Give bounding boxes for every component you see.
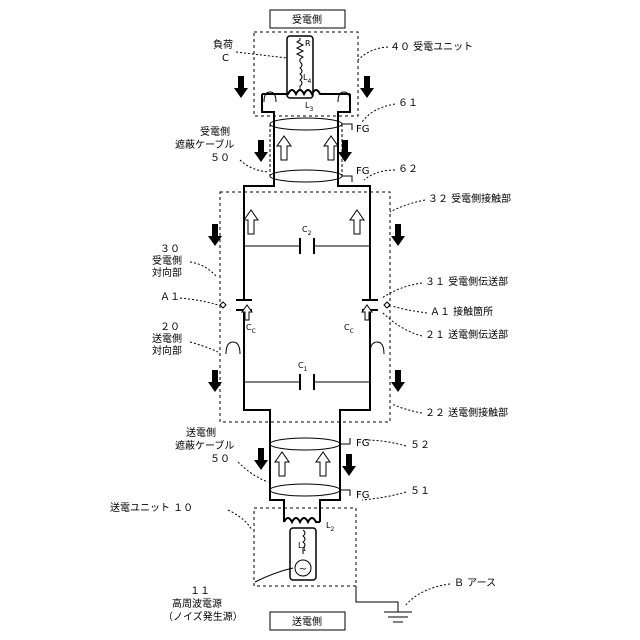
bottom-cable-shield-bottom (270, 484, 340, 496)
noise-arrow-down-left-1 (234, 76, 248, 98)
unit10-label: 送電ユニット １０ (110, 501, 193, 514)
part21-leader (382, 312, 422, 336)
load-label-2: C (222, 53, 229, 64)
a1-right-label: Ａ１ 接触箇所 (430, 305, 493, 318)
label-52: ５２ (410, 440, 430, 451)
fg-label-2: FG (356, 166, 370, 177)
signal-arrow-up-bot-right (316, 452, 330, 476)
part20-label-3: 対向部 (152, 344, 182, 357)
transmission-side-label: 送電側 (292, 615, 322, 628)
a1-right-leader (392, 306, 427, 313)
coil-l2-label: L2 (326, 521, 334, 533)
earth-label: Ｂ アース (454, 578, 496, 589)
coil-l3-label: L3 (305, 101, 313, 113)
part21-label: ２１ 送電側伝送部 (425, 328, 508, 341)
coil-l4-label: L4 (303, 73, 311, 85)
earth-symbol (384, 612, 412, 622)
source-label-1: １１ (190, 586, 210, 597)
unit40-label: ４０ 受電ユニット (390, 41, 473, 53)
part30-label-2: 受電側 (152, 254, 182, 267)
top-cable-label-2: 遮蔽ケーブル (175, 138, 234, 151)
noise-arrow-down-right-2 (338, 140, 352, 162)
fg-label-3: FG (356, 438, 370, 449)
contact-point-a1-left (220, 302, 226, 308)
part30-label-1: ３０ (160, 244, 180, 255)
c2-label: C2 (302, 225, 312, 237)
noise-arrow-down-right-3 (391, 224, 405, 246)
fg-label-1: FG (356, 124, 370, 135)
bottom-cable-shield-top (270, 438, 340, 450)
bottom-cable-label-2: 遮蔽ケーブル (175, 439, 234, 452)
part20-label-2: 送電側 (152, 332, 182, 345)
noise-arrow-down-right-5 (342, 454, 356, 476)
signal-arrow-up-bot-left (275, 452, 289, 476)
cc-left-label: CC (246, 323, 256, 335)
load-leader (236, 52, 287, 58)
contact32-leader (390, 200, 425, 212)
noise-arrow-down-left-2 (254, 140, 268, 162)
part30-label-3: 対向部 (152, 266, 182, 279)
loop-arrow-left-2 (226, 342, 240, 354)
ac-source-symbol: ~ (299, 564, 307, 575)
top-cable-shield-top (270, 118, 342, 130)
part31-label: ３１ 受電側伝送部 (425, 275, 508, 288)
contact32-label: ３２ 受電側接触部 (428, 192, 511, 205)
leader-61 (362, 104, 395, 122)
bottom-cable-label-3: ５０ (210, 454, 230, 465)
unit40-leader (358, 47, 388, 60)
a1-left-leader (180, 298, 218, 305)
source-label-3: （ノイズ発生源） (163, 610, 243, 623)
part20-leader (190, 342, 218, 352)
part31-leader (382, 283, 422, 298)
receiving-side-label: 受電側 (292, 13, 322, 26)
fg-label-4: FG (356, 490, 370, 501)
c2-plates (300, 238, 314, 254)
part20-label-1: ２０ (160, 322, 180, 333)
signal-arrow-up-mid-right (350, 210, 364, 234)
earth-wire (356, 586, 398, 612)
leader-52 (365, 440, 406, 446)
load-label-1: 負荷 (213, 39, 233, 51)
coil-l3 (262, 90, 350, 94)
loop-arrow-right-2 (370, 342, 384, 354)
unit10-leader (228, 510, 252, 530)
signal-arrow-up-top-right (324, 136, 338, 160)
fg-tick-52 (340, 438, 350, 444)
noise-arrow-down-left-5 (254, 448, 268, 470)
bottom-cable-label-1: 送電側 (186, 426, 216, 439)
label-62: ６２ (398, 164, 418, 175)
source-label-2: 高周波電源 (172, 597, 222, 610)
part30-leader (190, 262, 216, 276)
signal-arrow-up-mid-left (244, 210, 258, 234)
fg-tick-51 (340, 490, 350, 496)
noise-arrow-down-right-4 (391, 370, 405, 392)
fg-tick-61 (342, 124, 352, 130)
cc-right-label: CC (344, 323, 354, 335)
signal-arrow-up-top-left (277, 136, 291, 160)
label-51: ５１ (410, 486, 430, 497)
contact22-label: ２２ 送電側接触部 (425, 406, 508, 419)
resistor-r (297, 38, 303, 62)
label-61: ６１ (398, 98, 418, 109)
c1-label: C1 (298, 361, 308, 373)
c1-plates (300, 374, 314, 390)
earth-leader (405, 584, 450, 606)
a1-left-label: Ａ１ (160, 292, 180, 303)
resistor-r-label: R (305, 39, 311, 48)
contact-point-a1-right (384, 302, 390, 308)
coil-l1-label: L1 (298, 541, 306, 553)
contact22-leader (392, 404, 422, 413)
top-cable-label-3: ５０ (210, 153, 230, 164)
source-leader (255, 568, 293, 582)
noise-arrow-down-right-1 (360, 76, 374, 98)
coil-l2 (284, 518, 320, 522)
top-cable-leader (240, 160, 268, 172)
coil-l4 (300, 62, 302, 90)
fg-tick-62 (342, 176, 352, 182)
top-cable-label-1: 受電側 (200, 125, 230, 138)
top-cable-shield-bottom (270, 170, 342, 182)
